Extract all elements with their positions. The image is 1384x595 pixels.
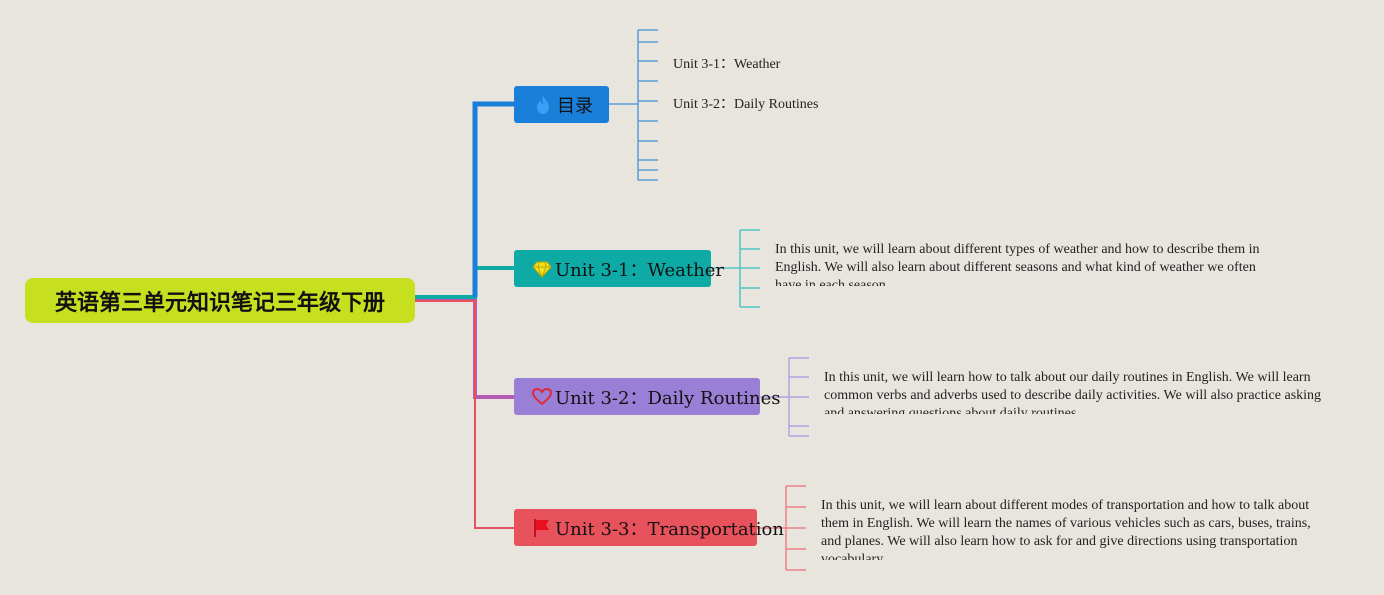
connector-root-blue [472,101,514,297]
fire-icon [532,94,554,116]
toc-item[interactable]: Unit 3-1：Weather [673,57,781,72]
branch-weather[interactable]: Unit 3-1：Weather [514,250,724,287]
branch-toc[interactable]: 目录 [514,86,609,123]
branch-label: Unit 3-1：Weather [555,259,724,281]
branch-label: 目录 [557,95,593,117]
branch-daily-routines[interactable]: Unit 3-2：Daily Routines [514,378,780,415]
daily-routines-description[interactable]: In this unit, we will learn how to talk … [824,370,1322,414]
branch-label: Unit 3-2：Daily Routines [555,387,781,409]
flag-icon [532,517,552,539]
toc-bracket [609,29,658,181]
root-label: 英语第三单元知识笔记三年级下册 [54,290,385,316]
connector-root-red [415,300,514,529]
weather-bracket [711,229,760,308]
transportation-description[interactable]: In this unit, we will learn about differ… [821,498,1311,560]
diamond-icon [532,258,552,280]
connector-root-purple [415,297,514,399]
connector-root-teal [415,266,514,299]
heart-icon [532,386,552,408]
branch-label: Unit 3-3：Transportation [555,518,784,540]
weather-description[interactable]: In this unit, we will learn about differ… [775,242,1260,286]
transport-bracket [757,485,806,571]
root-node[interactable]: 英语第三单元知识笔记三年级下册 [25,278,415,323]
routines-bracket [760,357,809,437]
branch-transportation[interactable]: Unit 3-3：Transportation [514,509,784,546]
toc-item[interactable]: Unit 3-2：Daily Routines [673,97,819,112]
